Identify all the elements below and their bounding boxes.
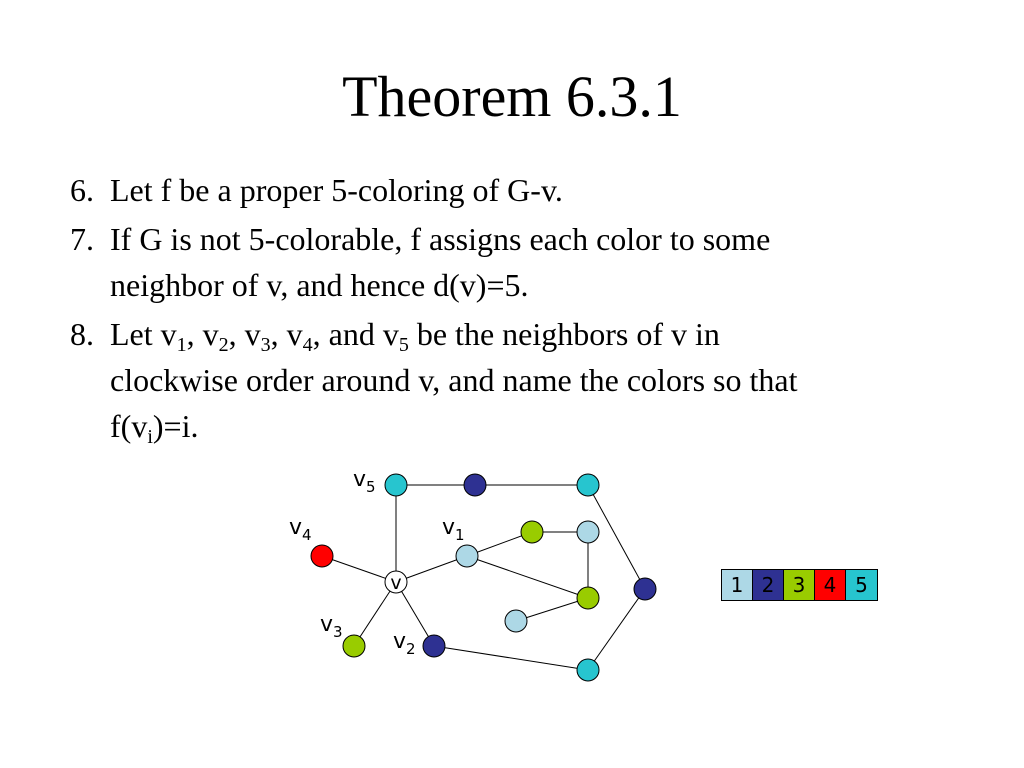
vertex-label-v4: v4	[289, 515, 312, 544]
vertex-v5	[384, 473, 408, 497]
vertex-v1	[455, 544, 479, 568]
vertex-label-center: v	[390, 572, 401, 594]
vertex-v-center	[384, 570, 408, 594]
graph-vertices	[310, 473, 657, 682]
step-number: 8.	[70, 316, 94, 352]
color-legend: 1 2 3 4 5	[721, 569, 878, 601]
step-text-continued: clockwise order around v, and name the c…	[110, 362, 798, 398]
legend-color-3: 3	[784, 570, 815, 600]
legend-color-2: 2	[753, 570, 784, 600]
vertex-v3	[342, 634, 366, 658]
vertex-label-v5: v5	[353, 467, 376, 496]
graph-edges	[321, 484, 646, 671]
vertex	[576, 473, 600, 497]
legend-color-1: 1	[722, 570, 753, 600]
edge	[466, 531, 533, 557]
vertex	[463, 473, 487, 497]
vertex-label-v2: v2	[393, 629, 416, 658]
edge	[395, 581, 435, 647]
step-number: 6.	[70, 172, 94, 208]
vertex	[576, 520, 600, 544]
legend-color-5: 5	[846, 570, 877, 600]
legend-color-4: 4	[815, 570, 846, 600]
vertex	[576, 658, 600, 682]
step-text-continued: neighbor of v, and hence d(v)=5.	[110, 267, 529, 303]
edge	[353, 581, 397, 647]
vertex-v4	[310, 544, 334, 568]
step-number: 7.	[70, 221, 94, 257]
step-text: If G is not 5-colorable, f assigns each …	[110, 221, 771, 257]
edge	[395, 555, 468, 583]
proof-step-7: 7. If G is not 5-colorable, f assigns eac…	[70, 216, 770, 308]
vertex	[520, 520, 544, 544]
vertex	[504, 609, 528, 633]
step-text: Let f be a proper 5-coloring of G-v.	[110, 172, 563, 208]
vertex-v2	[422, 634, 446, 658]
vertex	[633, 577, 657, 601]
edge	[433, 645, 589, 671]
edge	[466, 555, 589, 599]
vertex-label-v1: v1	[442, 515, 465, 544]
edge	[587, 588, 646, 671]
vertex-label-v3: v3	[320, 612, 343, 641]
edge	[587, 484, 646, 590]
step-text-continued: f(vi)=i.	[110, 408, 199, 448]
proof-step-8: 8. Let v1, v2, v3, v4, and v5 be the neig…	[70, 311, 797, 449]
proof-step-6: 6. Let f be a proper 5-coloring of G-v.	[70, 167, 563, 213]
slide-title: Theorem 6.3.1	[342, 64, 682, 129]
vertex	[576, 586, 600, 610]
edge	[321, 555, 397, 583]
step-text: Let v1, v2, v3, v4, and v5 be the neighb…	[110, 316, 720, 356]
edge	[515, 597, 589, 622]
